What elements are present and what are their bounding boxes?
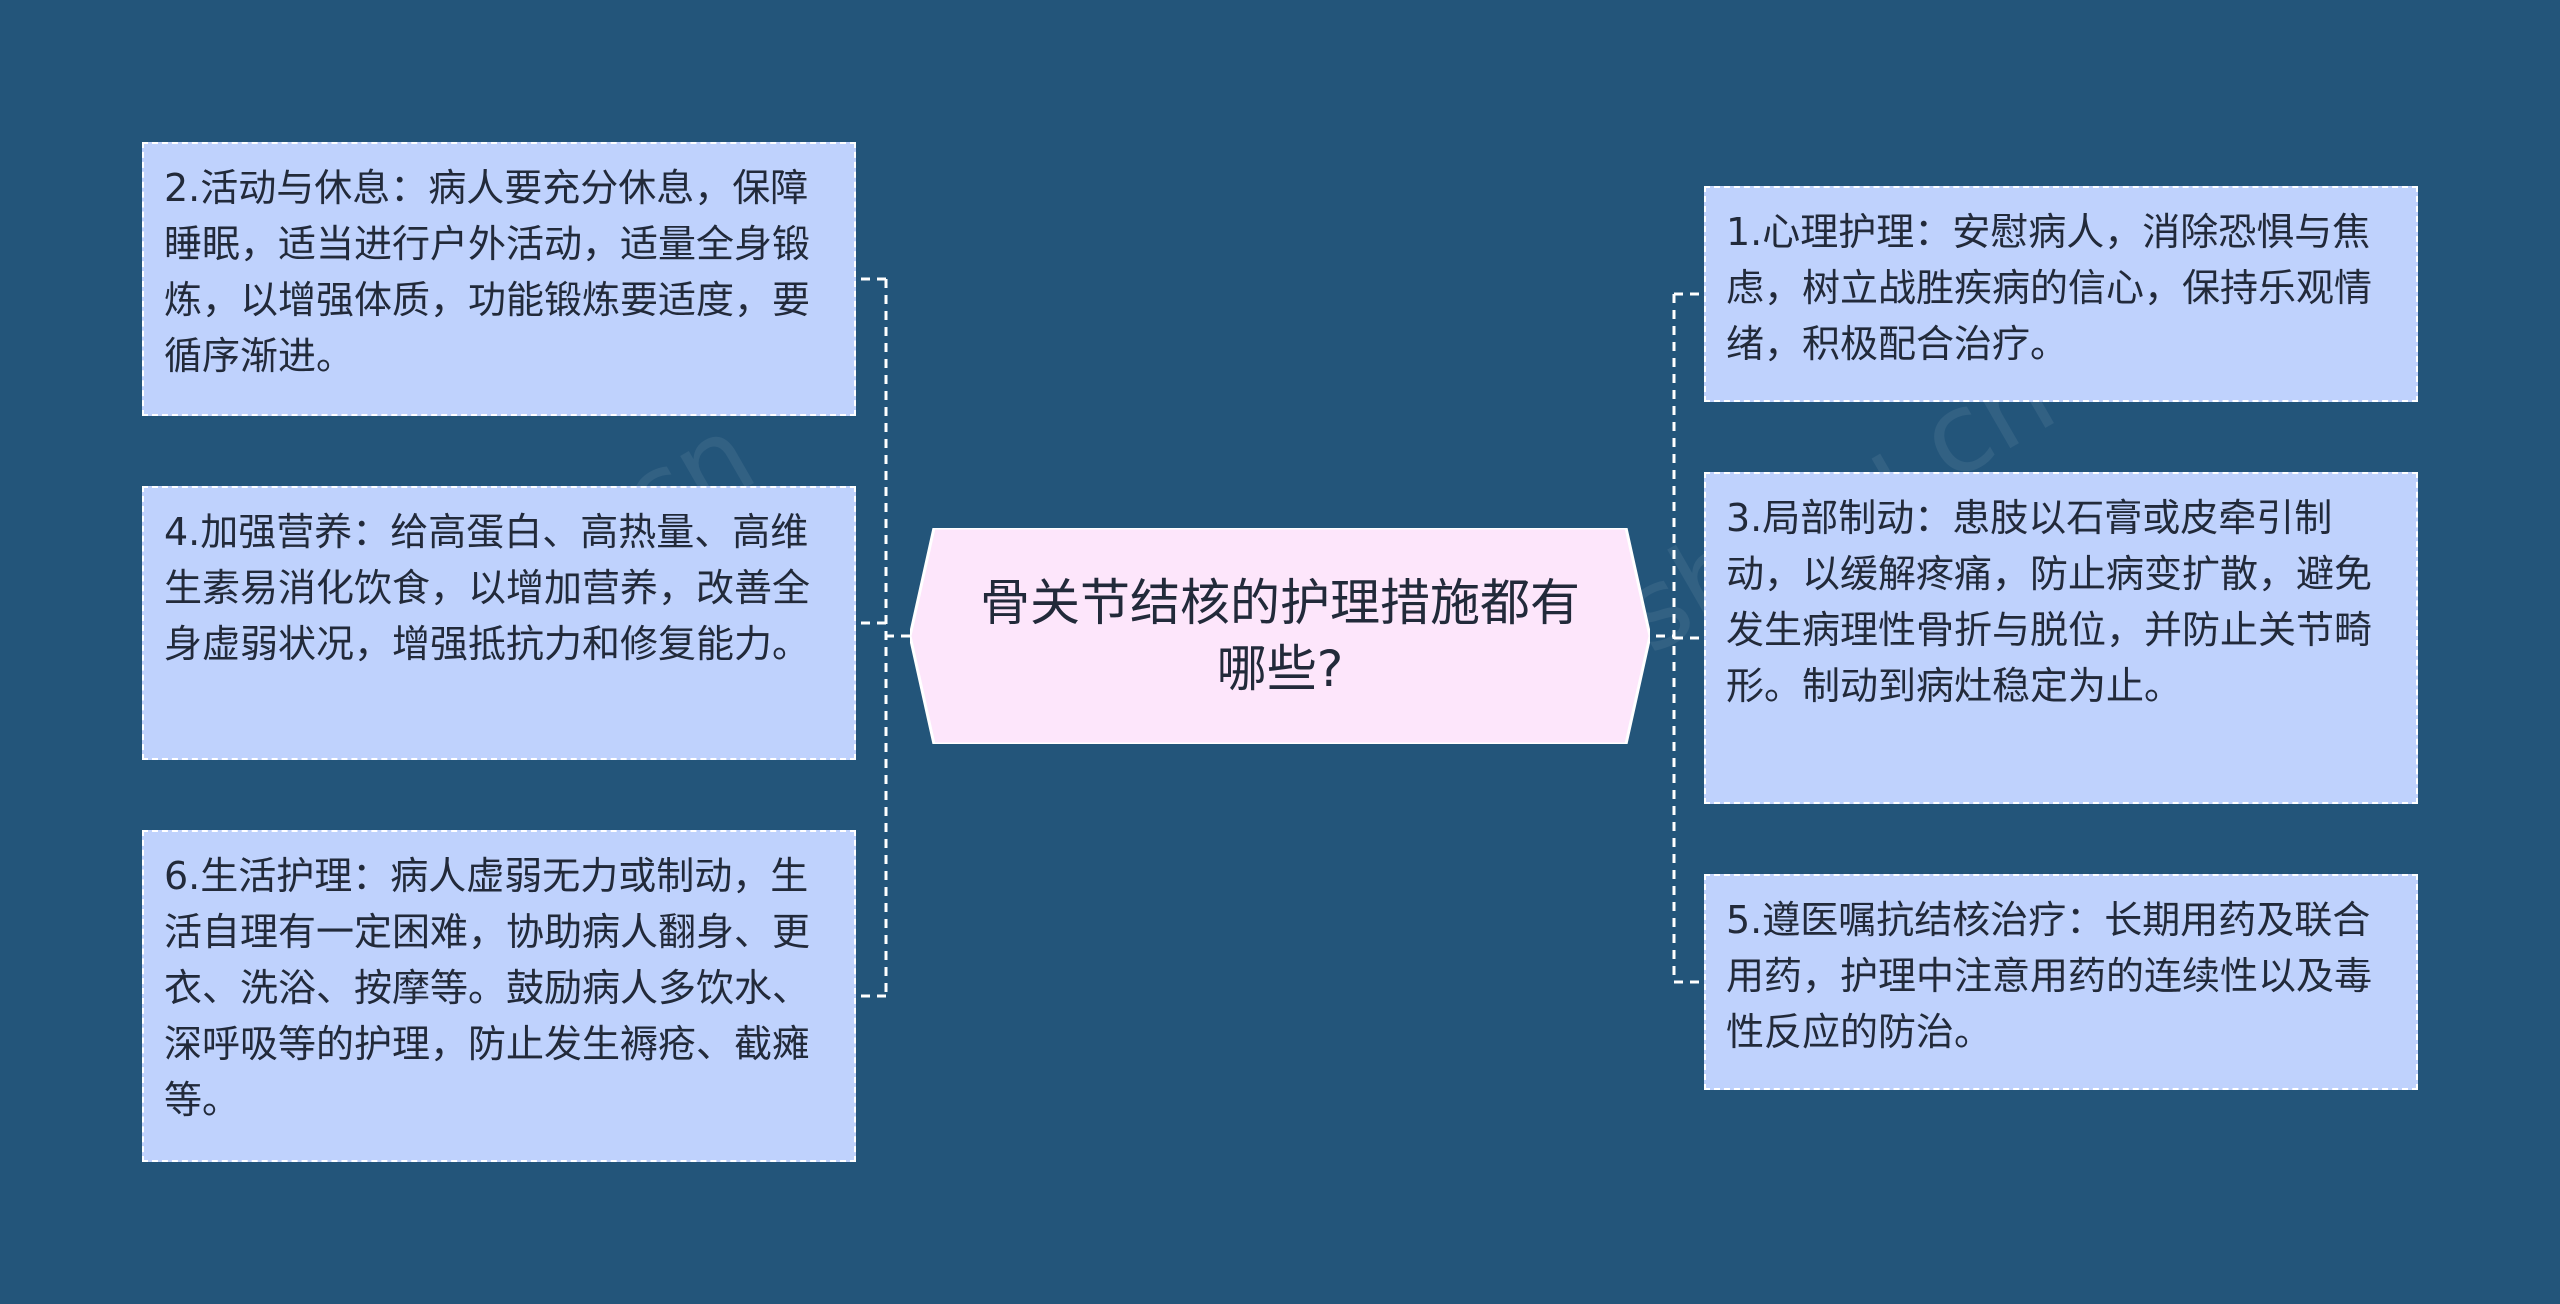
branch-node-daily-care[interactable]: 6.生活护理：病人虚弱无力或制动，生活自理有一定困难，协助病人翻身、更衣、洗浴、… — [142, 830, 856, 1162]
branch-node-nutrition[interactable]: 4.加强营养：给高蛋白、高热量、高维生素易消化饮食，以增加营养，改善全身虚弱状况… — [142, 486, 856, 760]
central-topic-node[interactable]: 骨关节结核的护理措施都有哪些? — [910, 528, 1650, 744]
branch-node-activity-rest[interactable]: 2.活动与休息：病人要充分休息，保障睡眠，适当进行户外活动，适量全身锻炼，以增强… — [142, 142, 856, 416]
branch-node-local-immobilization[interactable]: 3.局部制动：患肢以石膏或皮牵引制动，以缓解疼痛，防止病变扩散，避免发生病理性骨… — [1704, 472, 2418, 804]
branch-node-anti-tb-treatment[interactable]: 5.遵医嘱抗结核治疗：长期用药及联合用药，护理中注意用药的连续性以及毒性反应的防… — [1704, 874, 2418, 1090]
central-topic-shape — [910, 528, 1650, 744]
branch-node-psychological-care[interactable]: 1.心理护理：安慰病人，消除恐惧与焦虑，树立战胜疾病的信心，保持乐观情绪，积极配… — [1704, 186, 2418, 402]
central-topic-title: 骨关节结核的护理措施都有哪些? — [980, 574, 1580, 698]
